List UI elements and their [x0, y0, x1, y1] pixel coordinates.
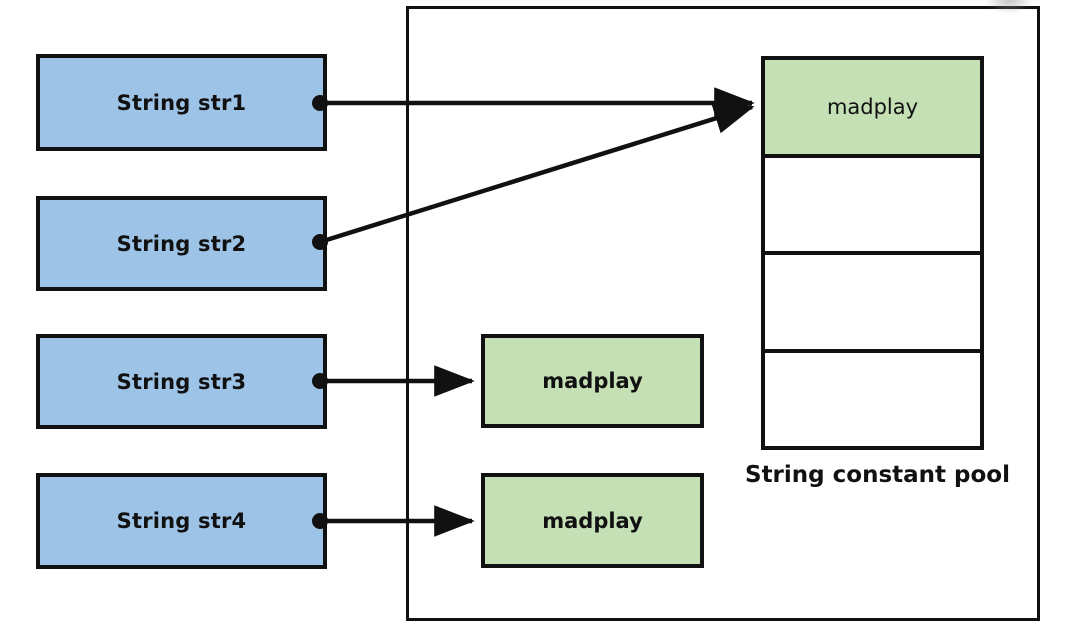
- pool-slot-3[interactable]: [765, 352, 980, 446]
- variable-box-str2[interactable]: String str2: [36, 196, 327, 291]
- heap-object-label-2: madplay: [542, 508, 643, 533]
- heap-object-box-2[interactable]: madplay: [481, 473, 704, 568]
- variable-label-str1: String str1: [116, 90, 247, 115]
- variable-box-str3[interactable]: String str3: [36, 334, 327, 429]
- heap-container-box: [406, 6, 1040, 621]
- pool-slot-0[interactable]: madplay: [765, 60, 980, 158]
- pool-slot-0-label: madplay: [826, 94, 919, 119]
- heap-object-label-1: madplay: [542, 369, 643, 393]
- string-constant-pool-caption: String constant pool: [745, 462, 1010, 488]
- variable-label-str2: String str2: [116, 231, 247, 256]
- heap-object-box-1[interactable]: madplay: [481, 334, 704, 428]
- variable-box-str4[interactable]: String str4: [36, 473, 327, 569]
- variable-box-str1[interactable]: String str1: [36, 54, 327, 151]
- variable-label-str4: String str4: [116, 509, 247, 533]
- pool-slot-1[interactable]: [765, 157, 980, 255]
- pool-slot-2[interactable]: [765, 255, 980, 353]
- string-constant-pool-table: madplay: [761, 56, 984, 450]
- variable-label-str3: String str3: [116, 369, 247, 394]
